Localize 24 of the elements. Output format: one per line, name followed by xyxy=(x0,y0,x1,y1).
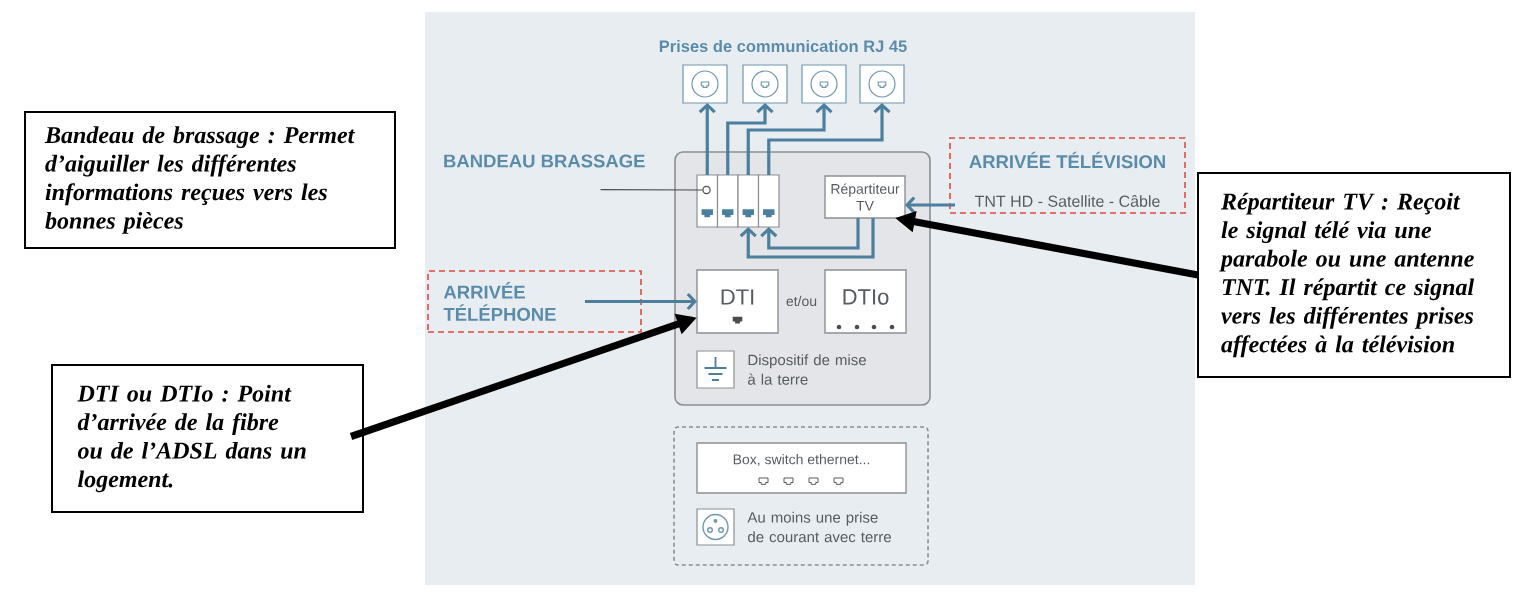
dashed-box: ARRIVÉE TÉLÉPHONE xyxy=(427,270,642,333)
device-box: DTIo xyxy=(824,269,907,334)
arrow xyxy=(698,103,716,175)
note-box: DTI ou DTIo : Point d’arrivée de la fibre ou de l’ADSL dans un logement. xyxy=(51,364,364,513)
arrow xyxy=(905,196,955,214)
dashed-box: ARRIVÉE TÉLÉVISION TNT HD - Satellite - Câble xyxy=(949,137,1186,214)
heading: Prises de communication RJ 45 xyxy=(659,39,907,53)
note-box: Bandeau de brassage : Permet d’aiguiller les différentes informations reçues vers les bonnes pièces xyxy=(24,111,396,249)
arrow xyxy=(726,103,774,175)
label: Au moins une prise de courant avec terre xyxy=(747,511,891,543)
label: et/ou xyxy=(786,295,817,307)
leader-line xyxy=(599,188,704,191)
device-box: Box, switch ethernet... xyxy=(696,442,907,494)
label: Dispositif de mise à la terre xyxy=(748,354,866,385)
device-box: Répartiteur TV xyxy=(824,175,906,219)
heading: BANDEAU BRASSAGE xyxy=(444,154,645,168)
dashed-box xyxy=(673,426,929,566)
device-box: DTI xyxy=(696,269,779,334)
arrow xyxy=(760,218,860,250)
arrow xyxy=(585,292,697,311)
arrow xyxy=(739,218,875,259)
note-box: Répartiteur TV : Reçoit le signal télé via une parabole ou une antenne TNT. Il répartit ce signal vers les différentes prises affectées à la télévision xyxy=(1197,172,1511,378)
arrow xyxy=(746,103,833,175)
arrow xyxy=(767,103,891,175)
